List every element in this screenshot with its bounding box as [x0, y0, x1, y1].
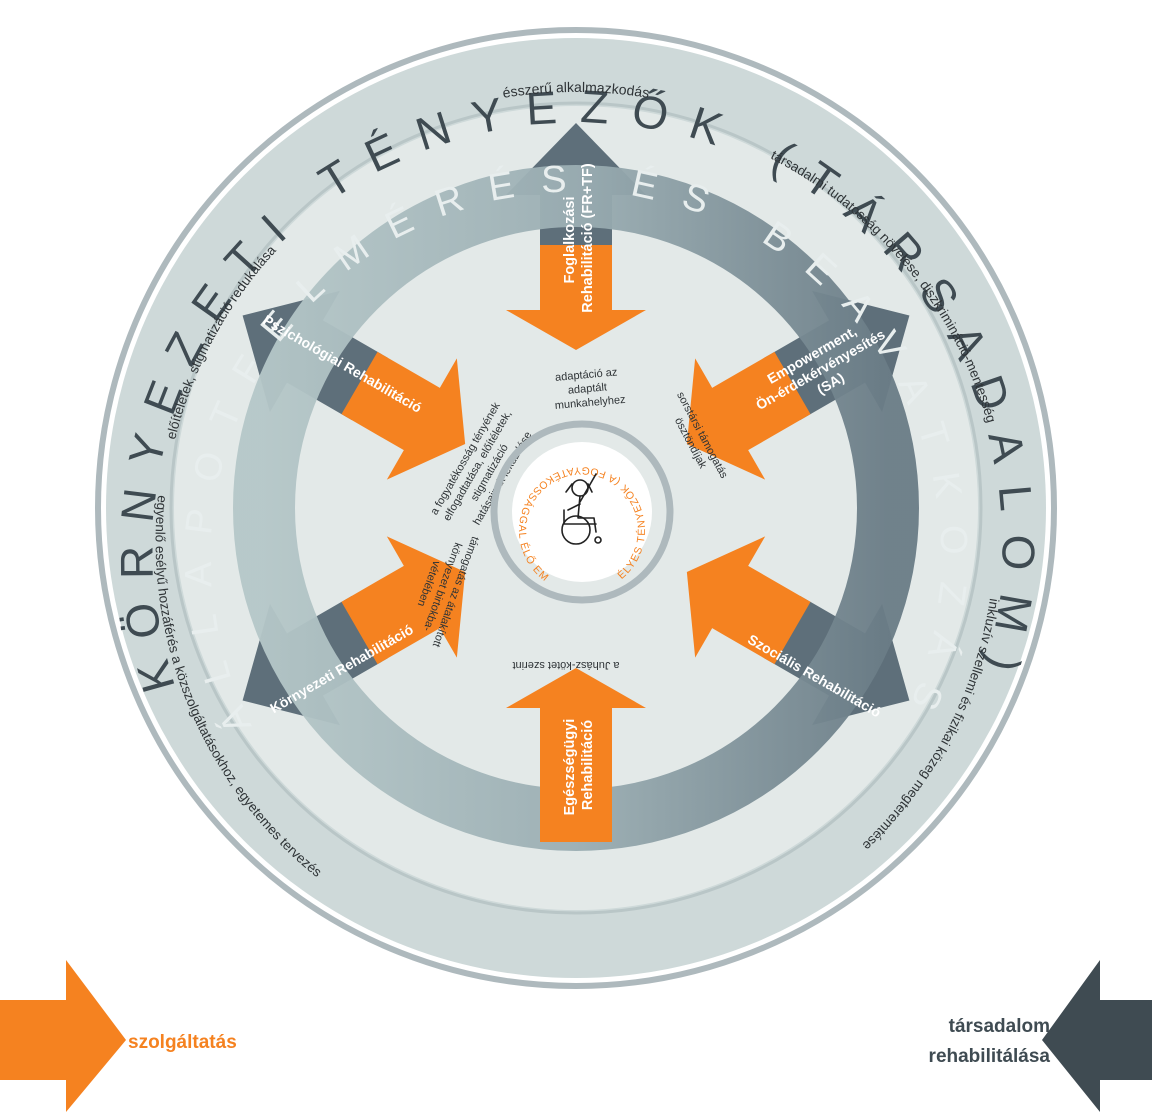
person-disk: [512, 442, 652, 582]
orange-arrow-bottom: [506, 668, 646, 842]
orange-arrow-top-right: [686, 351, 811, 480]
outer-band-divider: [169, 101, 983, 915]
label-esszeru-alkalmazkodas: ésszerű alkalmazkodás: [501, 79, 650, 101]
person-in-wheelchair-icon: [561, 473, 602, 545]
person-ring: [490, 420, 674, 604]
legend-service-arrow: [0, 960, 126, 1112]
orange-arrow-top: [506, 245, 646, 350]
label-foglalkozasi-rehab: Foglalkozási Rehabilitáció (FR+TF): [562, 163, 596, 313]
legend-service-label: szolgáltatás: [128, 1032, 237, 1053]
service-arrows: [341, 245, 811, 842]
legend-society-arrow: [1042, 960, 1152, 1112]
orange-arrow-bottom-left: [341, 536, 466, 665]
inner-label-juhasz: a Juhász-kötet szerint: [513, 659, 620, 671]
orange-arrow-top-left: [341, 351, 466, 480]
legend-society-label-line1: társadalom: [949, 1016, 1050, 1037]
legend-society-label-line2: rehabilitálása: [929, 1046, 1051, 1067]
outer-border: [95, 27, 1057, 989]
label-egeszsegugyi-rehab: Egészségügyi Rehabilitáció: [562, 715, 596, 816]
orange-arrow-bottom-right: [686, 536, 811, 665]
